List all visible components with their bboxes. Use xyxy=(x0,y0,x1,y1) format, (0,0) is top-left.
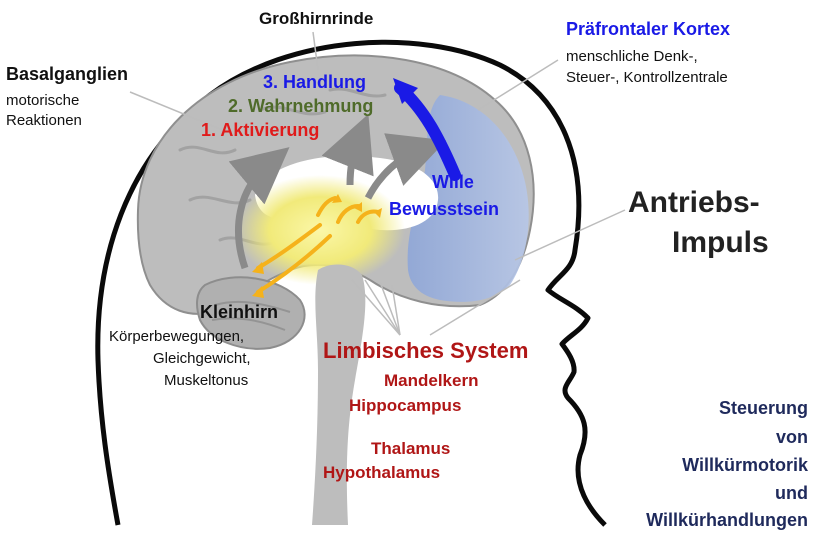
steer-line-4: und xyxy=(775,483,808,504)
limbic-item-mandelkern: Mandelkern xyxy=(384,371,478,391)
kleinhirn-desc-1: Körperbewegungen, xyxy=(109,328,244,345)
antrieb-line-1: Antriebs- xyxy=(628,186,760,220)
limbic-item-hypothalamus: Hypothalamus xyxy=(323,463,440,483)
basal-ganglia-desc-2: Reaktionen xyxy=(6,112,82,129)
cortex-label: Großhirnrinde xyxy=(259,9,373,29)
basal-ganglia-desc-1: motorische xyxy=(6,92,79,109)
antrieb-line-2: Impuls xyxy=(672,226,769,260)
pfc-desc-2: Steuer-, Kontrollzentrale xyxy=(566,69,728,86)
step-2-wahrnehmung: 2. Wahrnehmung xyxy=(228,96,373,117)
pfc-desc-1: menschliche Denk-, xyxy=(566,48,698,65)
brainstem xyxy=(312,265,365,525)
limbic-item-thalamus: Thalamus xyxy=(371,439,450,459)
steer-line-3: Willkürmotorik xyxy=(682,455,808,476)
kleinhirn-desc-3: Muskeltonus xyxy=(164,372,248,389)
steer-line-2: von xyxy=(776,427,808,448)
kleinhirn-desc-2: Gleichgewicht, xyxy=(153,350,251,367)
wille-label: Wille xyxy=(432,172,474,193)
steer-line-1: Steuerung xyxy=(719,398,808,419)
steer-line-5: Willkürhandlungen xyxy=(646,510,808,531)
limbic-item-hippocampus: Hippocampus xyxy=(349,396,461,416)
kleinhirn-title: Kleinhirn xyxy=(200,302,278,323)
step-3-handlung: 3. Handlung xyxy=(263,72,366,93)
bewusstsein-label: Bewusstsein xyxy=(389,199,499,220)
basal-ganglia-title: Basalganglien xyxy=(6,64,128,85)
pfc-title: Präfrontaler Kortex xyxy=(566,19,730,40)
step-1-aktivierung: 1. Aktivierung xyxy=(201,120,319,141)
limbic-title: Limbisches System xyxy=(323,338,528,364)
